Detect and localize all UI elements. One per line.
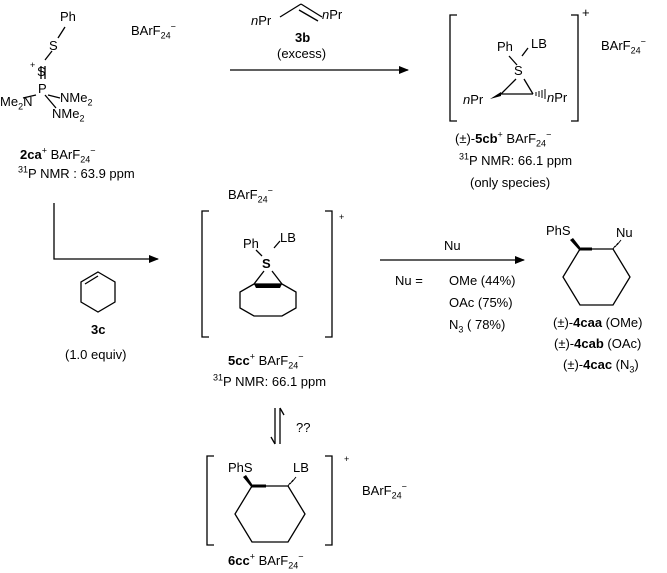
atom-ph-2ca: Ph [60,9,76,24]
npr-3b-right: nPr [322,7,343,22]
npr-5cb-right: nPr [547,90,568,105]
charge-6cc: + [344,454,350,464]
atom-nu-4: Nu [616,225,633,240]
group-nme2-right-2ca: NMe2 [60,90,93,108]
compound-2ca-bonds [22,26,66,109]
npr-5cb-left: nPr [463,92,484,107]
wedge-5cb-left [490,92,501,99]
arrow-to-5cc [53,203,159,263]
counterion-5cc-top: BArF24− [228,185,273,205]
counterion-6cc: BArF24− [362,481,407,501]
atom-phs-6cc: PhS [228,460,253,475]
charge-s-2ca: + [30,60,36,70]
equilibrium-arrows [270,407,285,445]
label-2ca: 2ca+ BArF24− [20,145,96,165]
alkene-3b-bonds [279,3,323,22]
charge-5cc: + [339,212,345,222]
equiv-3c: (1.0 equiv) [65,347,127,362]
atom-ph-5cc: Ph [243,236,259,251]
bracket-6cc [206,455,333,546]
atom-lb-5cb: LB [531,36,547,51]
atom-s-2ca-thio: S [37,64,46,79]
label-3b: 3b [295,30,311,45]
charge-5cb: + [582,5,590,20]
compound-5cc-bonds [239,240,297,317]
label-4caa: (±)-4caa (OMe) [553,315,643,330]
condition-3b: (excess) [277,46,327,61]
group-nme2-lower-2ca: NMe2 [52,106,85,124]
label-4cac: (±)-4cac (N3) [563,357,639,375]
atom-phs-4: PhS [546,223,571,238]
group-me2n-2ca: Me2N [0,94,33,112]
atom-ph-5cb: Ph [497,39,513,54]
nmr-5cc: 31P NMR: 66.1 ppm [213,372,327,389]
nu-option-ome: OMe (44%) [449,273,516,288]
atom-lb-6cc: LB [293,460,309,475]
arrow-label-nu: Nu [444,238,461,253]
npr-3b-left: nPr [251,13,272,28]
hash-5cb-right [535,89,546,99]
nu-option-n3: N3 ( 78%) [449,317,506,335]
counterion-5cb-bracket: BArF24− [601,36,646,56]
nu-option-oac: OAc (75%) [449,295,513,310]
label-4cab: (±)-4cab (OAc) [554,336,642,351]
atom-s-5cc: S [262,256,271,271]
note-5cb: (only species) [470,175,551,190]
wedge-4-phs [570,238,580,251]
label-5cb: (±)-5cb+ BArF24− [455,129,552,149]
hash-6cc-lb [287,476,297,487]
atom-s-5cb: S [514,63,523,78]
wedge-5cc [254,284,282,288]
compound-6cc-bonds [234,484,306,543]
nmr-5cb: 31P NMR: 66.1 ppm [459,151,573,168]
label-5cc: 5cc+ BArF24− [228,351,304,371]
counterion-2ca: BArF24− [131,21,176,41]
equilibrium-label: ?? [296,420,311,435]
product-4-bonds [562,247,631,306]
atom-s-2ca: S [49,38,58,53]
label-3c: 3c [91,322,106,337]
bracket-5cc [201,210,333,338]
hash-4-nu [612,239,622,250]
wedge-6cc-phs [243,475,252,488]
bracket-5cb [449,14,579,122]
atom-p-2ca: P [38,81,47,96]
compound-5cb-bonds [500,47,534,95]
atom-lb-5cc: LB [280,230,296,245]
nu-equals: Nu = [395,273,423,288]
cyclohexene-3c-bonds [80,271,116,313]
nmr-2ca: 31P NMR : 63.9 ppm [18,164,135,181]
label-6cc: 6cc+ BArF24− [228,551,304,571]
